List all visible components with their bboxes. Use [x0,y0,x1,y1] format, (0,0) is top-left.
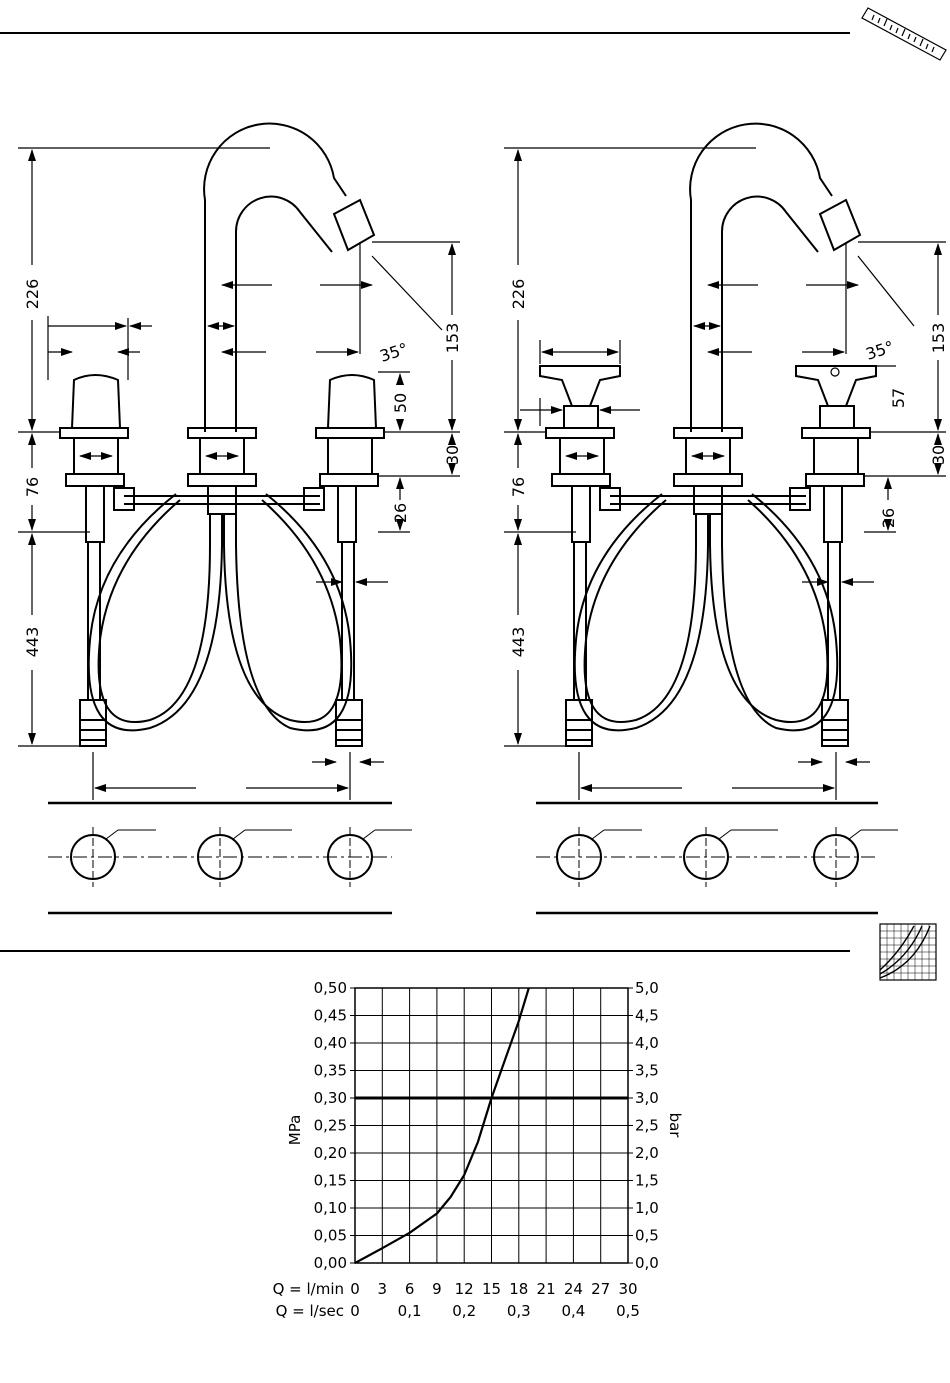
dim-left-valve-gap: 26 [391,503,410,523]
x-secondary-tick-label: 0 [350,1302,360,1320]
dim-right-spout-angle: 35° [863,337,896,364]
y-left-tick-label: 0,30 [314,1089,347,1107]
x-primary-tick-label: 12 [455,1280,474,1298]
y-left-tick-label: 0,20 [314,1144,347,1162]
x-primary-tick-label: 27 [591,1280,610,1298]
y-left-tick-label: 0,10 [314,1199,347,1217]
y-right-tick-label: 0,5 [635,1227,659,1245]
dim-left-hose-length: 443 [23,627,42,658]
handle-left-1 [72,375,120,428]
y-left-axis-label: MPa [286,1115,304,1146]
faucet-drawing-left [60,124,384,746]
x-primary-tick-label: 6 [405,1280,415,1298]
spout-right [690,124,832,432]
x-primary-tick-label: 0 [350,1280,360,1298]
y-right-tick-label: 2,0 [635,1144,659,1162]
dim-right-hose-length: 443 [509,627,528,658]
dim-right-body-below-deck: 76 [509,477,528,497]
y-left-tick-label: 0,35 [314,1062,347,1080]
x-primary-tick-label: 9 [432,1280,442,1298]
ruler-icon [862,8,946,60]
cross-handle-right-2 [796,366,876,406]
dim-left-total-height: 226 [23,279,42,310]
y-left-tick-label: 0,00 [314,1254,347,1272]
hole-layout-left [48,803,412,913]
dim-left-deck-to-valve: 30 [443,445,462,465]
hole-layout-right [536,803,898,913]
x-secondary-tick-label: 0,3 [507,1302,531,1320]
handle-left-2 [328,375,376,428]
dim-left-handle-height: 50 [391,393,410,413]
flow-chart-icon [880,924,936,980]
y-right-tick-label: 5,0 [635,979,659,997]
x-secondary-tick-label: 0,1 [398,1302,422,1320]
x-secondary-tick-label: 0,5 [616,1302,640,1320]
y-right-tick-label: 4,0 [635,1034,659,1052]
x-primary-axis-label: Q = l/min [273,1280,344,1298]
faucet-drawing-right [540,124,876,746]
x-primary-tick-label: 3 [378,1280,388,1298]
dim-right-deck-to-valve: 30 [929,445,948,465]
x-primary-tick-label: 18 [509,1280,528,1298]
dim-right-spout-projection: 153 [929,323,948,354]
y-right-tick-label: 1,5 [635,1172,659,1190]
x-primary-tick-label: 24 [564,1280,583,1298]
y-left-tick-label: 0,25 [314,1117,347,1135]
y-right-axis-label: bar [666,1113,684,1139]
x-primary-tick-label: 21 [537,1280,556,1298]
y-right-tick-label: 1,0 [635,1199,659,1217]
y-right-tick-label: 3,0 [635,1089,659,1107]
spout-left [204,124,346,432]
dim-left-body-below-deck: 76 [23,477,42,497]
cross-handle-right-1 [540,366,620,406]
y-right-tick-label: 2,5 [635,1117,659,1135]
y-left-tick-label: 0,45 [314,1007,347,1025]
y-right-tick-label: 4,5 [635,1007,659,1025]
x-primary-tick-label: 30 [618,1280,637,1298]
dim-left-spout-projection: 153 [443,323,462,354]
y-left-tick-label: 0,15 [314,1172,347,1190]
x-secondary-tick-label: 0,2 [452,1302,476,1320]
y-left-tick-label: 0,05 [314,1227,347,1245]
dim-right-total-height: 226 [509,279,528,310]
x-secondary-tick-label: 0,4 [561,1302,585,1320]
dim-left-spout-angle: 35° [377,339,410,366]
x-primary-tick-label: 15 [482,1280,501,1298]
dim-right-handle-height: 57 [889,388,908,408]
x-secondary-axis-label: Q = l/sec [276,1302,344,1320]
y-left-tick-label: 0,50 [314,979,347,997]
y-left-tick-label: 0,40 [314,1034,347,1052]
y-right-tick-label: 3,5 [635,1062,659,1080]
dim-right-valve-gap: 26 [879,508,898,528]
y-right-tick-label: 0,0 [635,1254,659,1272]
